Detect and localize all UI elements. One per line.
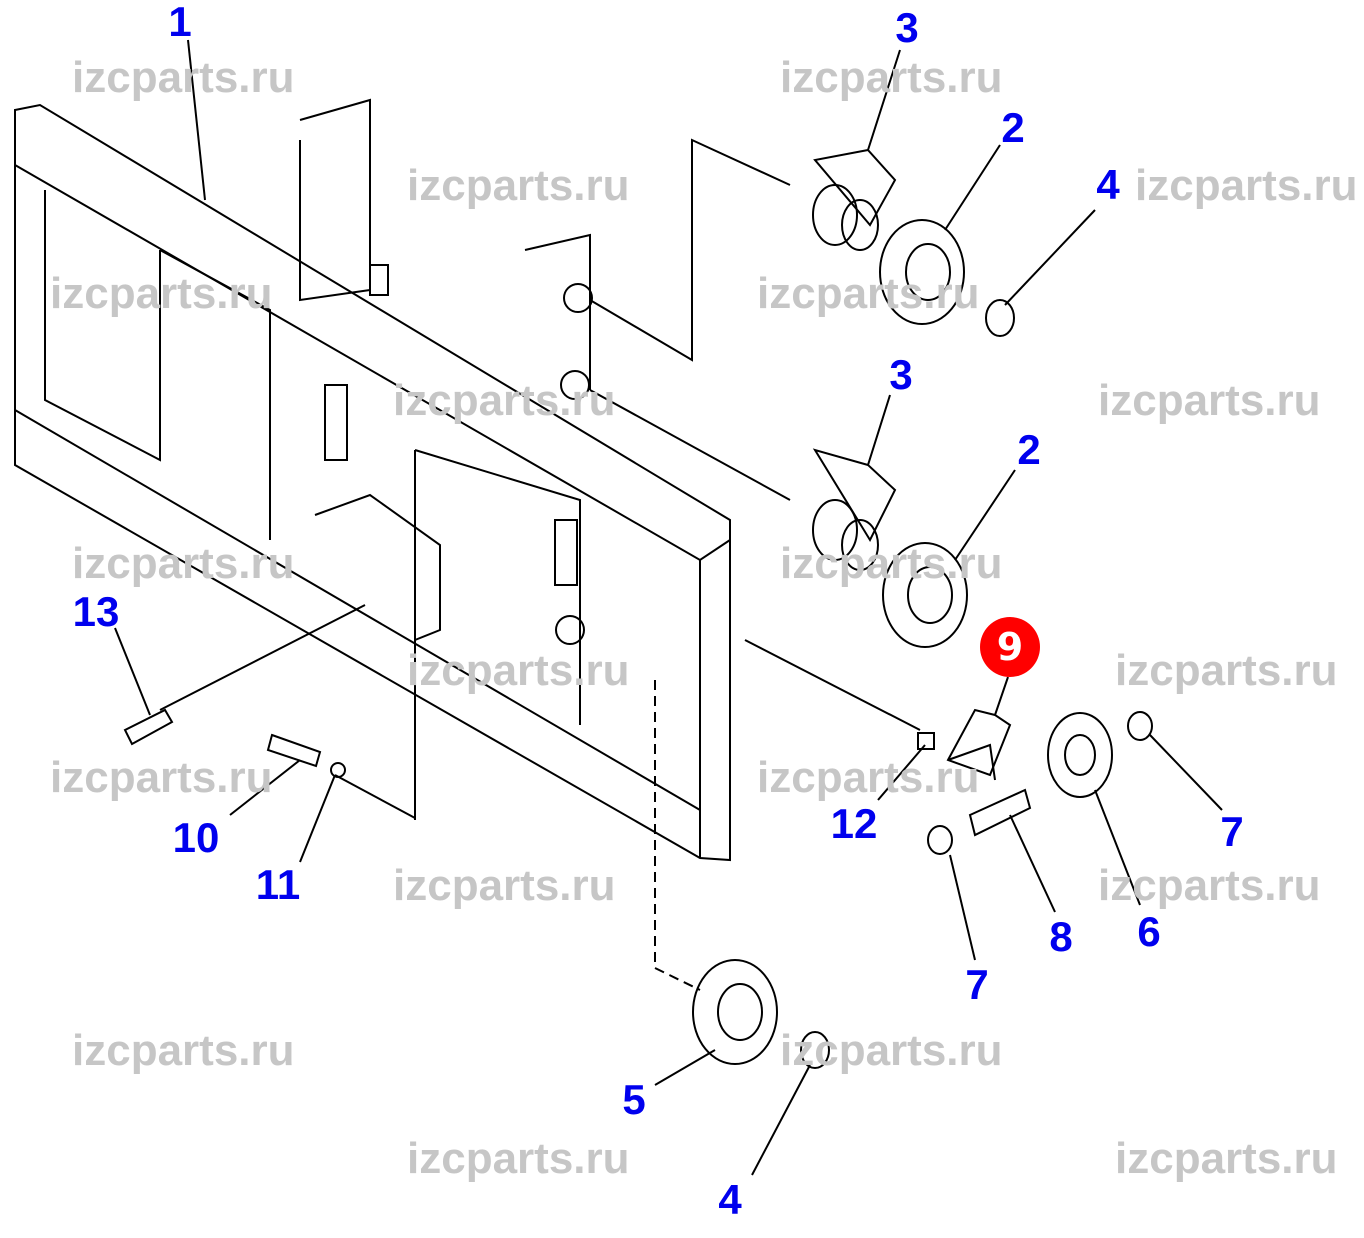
watermark: izcparts.ru: [780, 53, 1003, 102]
watermark: izcparts.ru: [72, 1026, 295, 1075]
callout-11[interactable]: 11: [255, 861, 301, 908]
watermark: izcparts.ru: [407, 646, 630, 695]
watermark: izcparts.ru: [72, 53, 295, 102]
watermark: izcparts.ru: [1098, 376, 1321, 425]
watermark: izcparts.ru: [757, 269, 980, 318]
watermark: izcparts.ru: [407, 1134, 630, 1183]
callout-6[interactable]: 6: [1137, 908, 1161, 955]
watermark: izcparts.ru: [780, 539, 1003, 588]
leader-lines: [114, 39, 1223, 1176]
rollers: [123, 184, 1153, 1069]
callout-4[interactable]: 4: [718, 1176, 742, 1223]
watermark: izcparts.ru: [1135, 161, 1358, 210]
watermark: izcparts.ru: [50, 269, 273, 318]
callout-8[interactable]: 8: [1049, 913, 1073, 960]
watermark: izcparts.ru: [780, 1026, 1003, 1075]
callout-12[interactable]: 12: [830, 800, 878, 847]
callout-9-highlighted[interactable]: 9: [980, 617, 1040, 677]
callout-4[interactable]: 4: [1096, 161, 1120, 208]
callout-7[interactable]: 7: [1220, 808, 1244, 855]
watermark: izcparts.ru: [1098, 861, 1321, 910]
watermark: izcparts.ru: [72, 539, 295, 588]
callout-2[interactable]: 2: [1017, 426, 1041, 473]
watermark: izcparts.ru: [407, 161, 630, 210]
callout-10[interactable]: 10: [172, 814, 220, 861]
watermark: izcparts.ru: [393, 861, 616, 910]
callout-3[interactable]: 3: [895, 4, 919, 51]
watermark: izcparts.ru: [757, 753, 980, 802]
callout-3[interactable]: 3: [889, 351, 913, 398]
watermark: izcparts.ru: [1115, 646, 1338, 695]
callout-5[interactable]: 5: [622, 1076, 646, 1123]
callout-1[interactable]: 1: [168, 0, 192, 45]
watermark: izcparts.ru: [393, 376, 616, 425]
callout-7[interactable]: 7: [965, 961, 989, 1008]
callout-13[interactable]: 13: [72, 588, 120, 635]
watermark: izcparts.ru: [50, 753, 273, 802]
callout-2[interactable]: 2: [1001, 104, 1025, 151]
carriage-frame: [14, 98, 731, 862]
watermark: izcparts.ru: [1115, 1134, 1338, 1183]
